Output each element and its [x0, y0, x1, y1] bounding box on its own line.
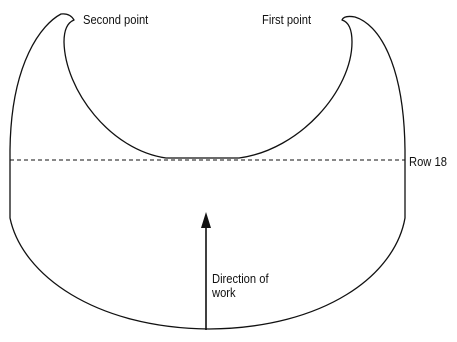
- second-point-label: Second point: [83, 12, 149, 27]
- direction-arrow-head: [201, 212, 211, 228]
- direction-label-line-1: Direction of: [212, 271, 269, 286]
- direction-of-work-label: Direction of work: [212, 272, 289, 300]
- shape-outline: [9, 13, 406, 330]
- direction-label-line-2: work: [212, 285, 236, 300]
- row-18-label: Row 18: [409, 154, 447, 169]
- first-point-label: First point: [262, 12, 312, 27]
